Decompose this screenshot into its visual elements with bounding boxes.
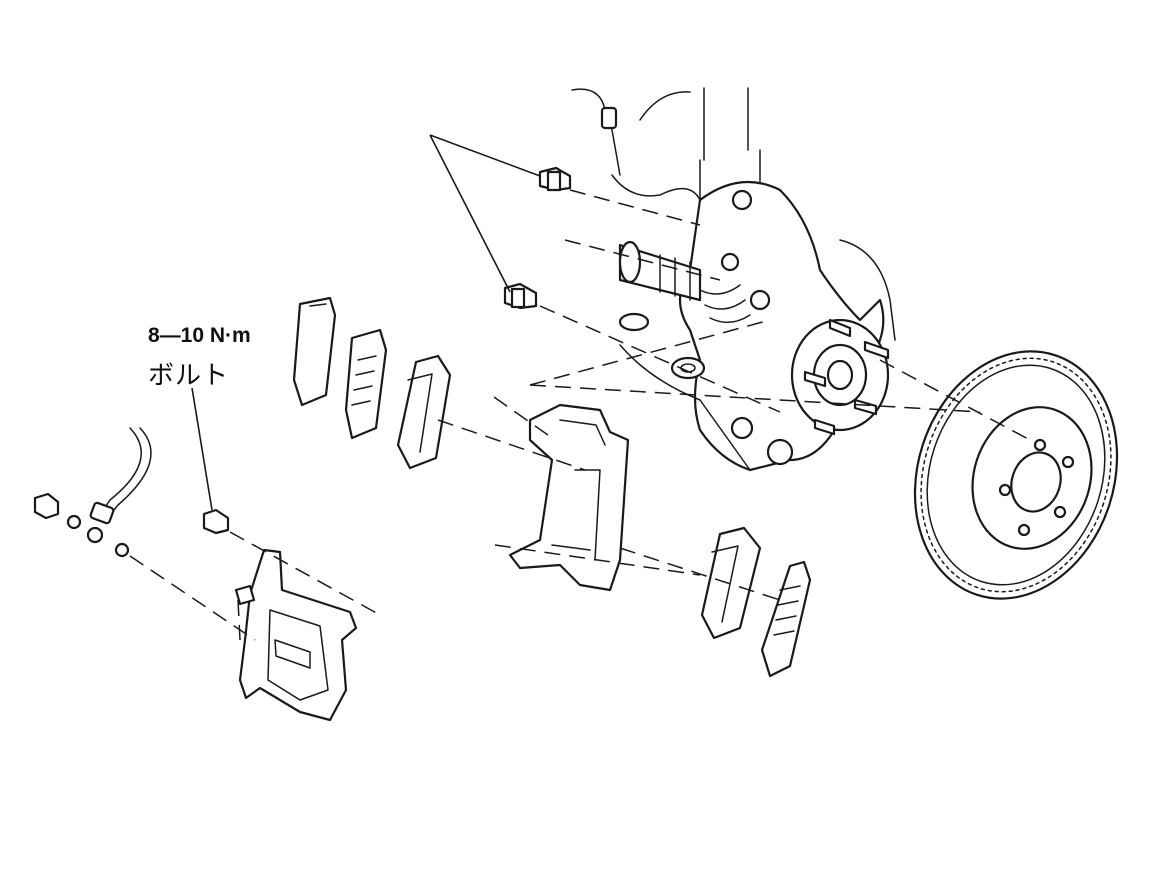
wheel-studs (803, 318, 890, 436)
brake-caliper (234, 548, 358, 722)
union-bolt (33, 492, 60, 520)
brake-hose (86, 427, 152, 544)
brake-disc (913, 350, 1119, 600)
mounting-bolt-upper (538, 166, 572, 192)
caliper-guide-bolt (202, 508, 230, 535)
brake-pad-outer (396, 354, 452, 470)
torque-spec-label: 8—10 N·m (148, 324, 251, 347)
inner-shim-lower (760, 560, 812, 678)
assembly-lines (129, 189, 1031, 641)
caliper-bracket (508, 403, 630, 592)
copper-washer-2 (114, 542, 130, 558)
bolt-leader-line (429, 134, 541, 293)
mounting-bolt-lower (503, 282, 538, 310)
steering-knuckle-assembly (571, 87, 896, 472)
copper-washer-1 (66, 514, 82, 530)
torque-leader-line (191, 387, 213, 511)
inner-shim (344, 328, 388, 440)
bolt-label: ボルト (148, 361, 230, 391)
outer-shim (292, 296, 337, 407)
brake-pad-inner (700, 526, 762, 640)
